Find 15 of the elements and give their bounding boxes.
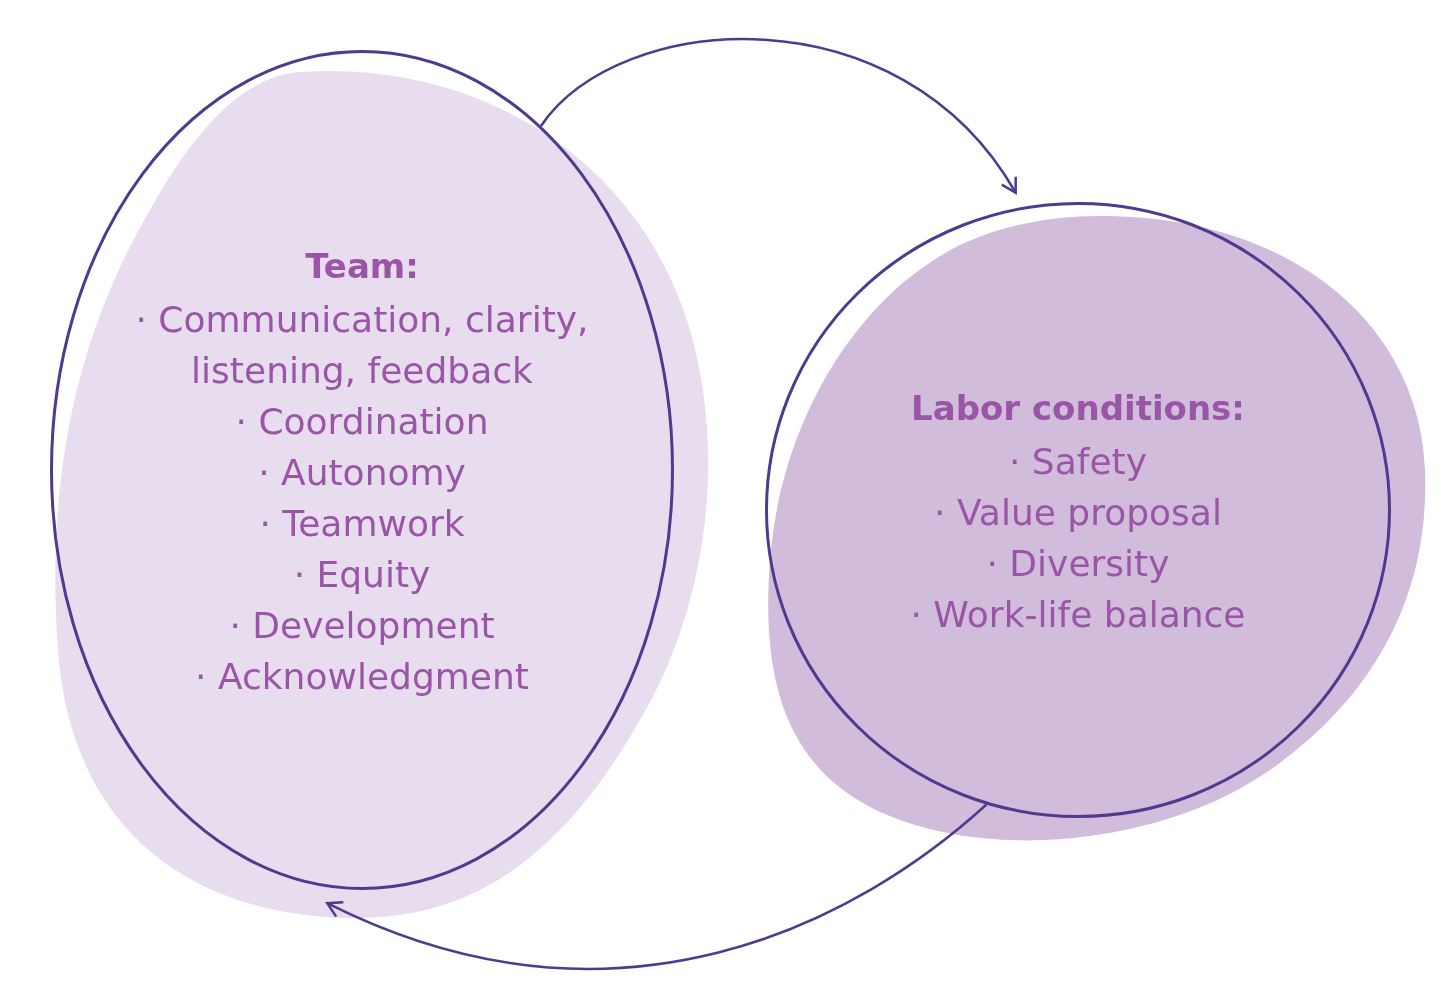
curved-arrow [325,803,988,970]
bullet-item: · Coordination [235,400,489,444]
heading: Team: [305,245,419,288]
bullet-item: · Acknowledgment [195,655,529,699]
heading: Labor conditions: [911,387,1245,430]
bullet-item: · Value proposal [934,491,1222,535]
bullet-item: · Diversity [986,542,1170,586]
bullet-item: · Communication, clarity, listening, feedback [134,298,590,393]
bullet-item: · Development [229,604,495,648]
bullet-item: · Work-life balance [910,593,1246,637]
bullet-item: · Safety [1008,440,1147,484]
curved-arrow [540,38,1017,195]
bullet-item: · Teamwork [259,502,465,546]
bullet-item: · Equity [293,553,431,597]
bullet-item: · Autonomy [258,451,466,495]
